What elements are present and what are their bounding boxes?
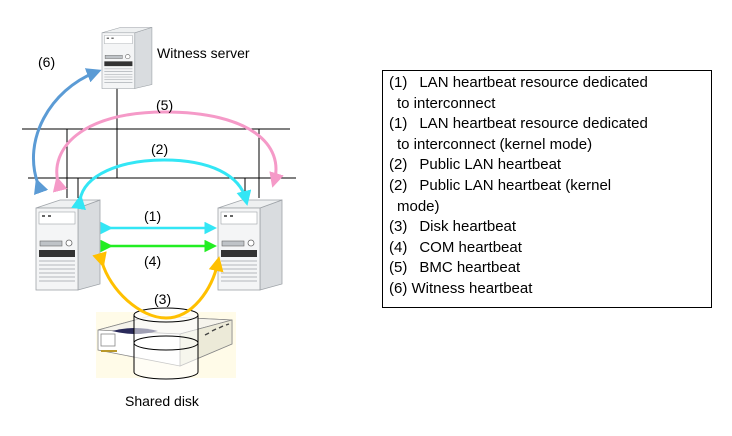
public-lan-heartbeat-arrow (71, 158, 252, 211)
public-lan-heartbeat-label: (2) (151, 141, 168, 157)
left-server-icon (35, 197, 101, 291)
legend-item: (1)LAN heartbeat resource dedicated to i… (389, 115, 648, 153)
witness-server-icon (101, 25, 153, 89)
legend-item: (2)Public LAN heartbeat (kernel mode) (389, 176, 612, 215)
witness-heartbeat-arrow (32, 68, 102, 196)
shared-disk-icon (96, 307, 236, 380)
legend-item: (4)COM heartbeat (389, 238, 522, 256)
witness-heartbeat-label: (6) (38, 54, 55, 70)
interconnect-heartbeat-label: (1) (144, 208, 161, 224)
legend-item: (3)Disk heartbeat (389, 218, 517, 236)
legend-item: (1)LAN heartbeat resource dedicated to i… (389, 74, 648, 112)
witness-server-label: Witness server (157, 45, 250, 61)
right-server-icon (217, 197, 283, 291)
legend-item: (5)BMC heartbeat (389, 259, 521, 277)
legend-item: (2)Public LAN heartbeat (389, 156, 562, 174)
heartbeat-legend: (1)LAN heartbeat resource dedicated to i… (382, 70, 712, 308)
disk-heartbeat-arrow (92, 251, 224, 320)
com-heartbeat-label: (4) (144, 253, 161, 269)
shared-disk-label: Shared disk (125, 393, 200, 409)
disk-heartbeat-label: (3) (154, 291, 171, 307)
bmc-heartbeat-label: (5) (156, 97, 173, 113)
legend-item: (6) Witness heartbeat (389, 279, 533, 297)
